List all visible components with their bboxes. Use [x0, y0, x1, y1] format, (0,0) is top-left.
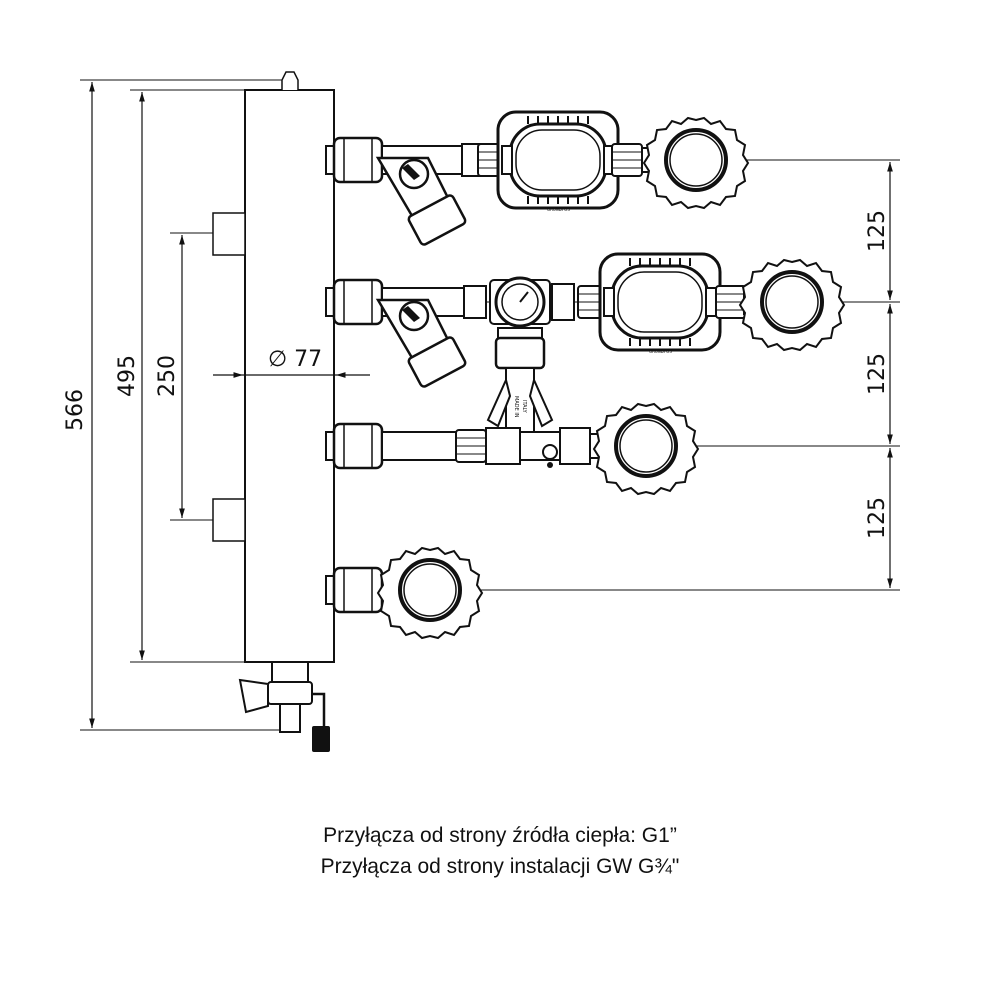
- dim-125-b: 125: [865, 353, 890, 395]
- circuit-row-3: [325, 402, 700, 496]
- handwheel-valve-1: [642, 116, 750, 210]
- extension-lines: [80, 79, 900, 731]
- dim-250: 250: [155, 355, 180, 397]
- handwheel-valve-3: [592, 402, 700, 496]
- dim-566: 566: [63, 389, 88, 431]
- dim-125-a: 125: [865, 210, 890, 252]
- separator-header: [212, 71, 335, 663]
- pump-1: GRUNDFOS: [496, 110, 620, 212]
- caption-installation: Przyłącza od strony instalacji GW G¾": [320, 855, 680, 878]
- dim-125-c: 125: [865, 497, 890, 539]
- valve-made-in: MADE IN: [513, 396, 519, 418]
- circuit-row-4: [325, 546, 500, 640]
- thermometer: [489, 276, 551, 328]
- valve-italy: ITALY: [521, 400, 527, 414]
- drain-valve: [238, 661, 330, 752]
- pump-2-brand: GRUNDFOS: [649, 349, 672, 354]
- dim-495: 495: [115, 355, 140, 397]
- mixing-valve: MADE IN ITALY: [486, 327, 554, 433]
- caption-heat-source: Przyłącza od strony źródła ciepła: G1”: [323, 824, 677, 847]
- pump-1-brand: GRUNDFOS: [547, 207, 570, 212]
- pump-2: GRUNDFOS: [598, 252, 722, 354]
- handwheel-valve-2: [738, 258, 846, 352]
- circuit-row-2: GRUNDFOS: [325, 252, 846, 390]
- dim-diameter: ∅ 77: [268, 347, 322, 372]
- circuit-row-1: GRUNDFOS: [325, 110, 760, 248]
- handwheel-valve-4: [376, 546, 484, 640]
